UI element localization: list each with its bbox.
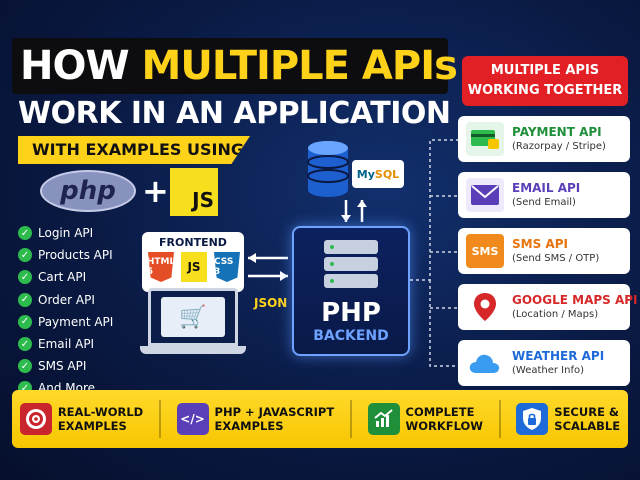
backend-panel xyxy=(292,226,410,356)
right-header-line1: MULTIPLE APIS xyxy=(490,63,600,78)
feature-secure-scalable: SECURE &SCALABLE xyxy=(516,403,620,435)
title-background xyxy=(12,38,448,94)
database-icon xyxy=(307,141,349,197)
list-item: ✓Order API xyxy=(18,289,138,311)
list-item: ✓Email API xyxy=(18,333,138,355)
plus-sign: + xyxy=(142,172,169,210)
frontend-tech-row: HTML 5 JS CSS 3 xyxy=(148,252,240,282)
main-title-line1: HOW MULTIPLE APIs xyxy=(20,38,458,94)
api-card-email: EMAIL API (Send Email) xyxy=(458,172,630,218)
divider xyxy=(349,400,352,438)
list-item: ✓Login API xyxy=(18,222,138,244)
api-card-weather: WEATHER API (Weather Info) xyxy=(458,340,630,386)
check-icon: ✓ xyxy=(18,226,32,241)
list-item: ✓Products API xyxy=(18,244,138,266)
api-card-sms: SMS SMS API (Send SMS / OTP) xyxy=(458,228,630,274)
javascript-logo: JS xyxy=(170,168,218,216)
laptop-base xyxy=(140,346,246,354)
database-backend-arrows xyxy=(341,200,367,222)
laptop-icon: 🛒 xyxy=(148,288,238,346)
json-label: JSON xyxy=(254,296,288,310)
php-logo: php xyxy=(40,170,136,212)
server-icon xyxy=(324,240,378,291)
check-icon: ✓ xyxy=(18,292,32,307)
check-icon: ✓ xyxy=(18,248,32,263)
shopping-cart-icon: 🛒 xyxy=(161,297,225,337)
api-card-google-maps: GOOGLE MAPS API (Location / Maps) xyxy=(458,284,638,330)
envelope-icon xyxy=(466,178,504,212)
css3-icon: CSS 3 xyxy=(214,252,240,282)
map-pin-icon xyxy=(466,290,504,324)
check-icon: ✓ xyxy=(18,270,32,285)
target-icon xyxy=(19,403,52,435)
check-icon: ✓ xyxy=(18,337,32,352)
backend-label: BACKEND xyxy=(313,328,389,344)
divider xyxy=(498,400,501,438)
list-item: ✓SMS API xyxy=(18,355,138,377)
sms-icon: SMS xyxy=(466,234,504,268)
frontend-label: FRONTEND xyxy=(159,236,227,249)
frontend-backend-arrows xyxy=(248,253,288,281)
cloud-icon xyxy=(466,346,504,380)
title-multiple-apis: MULTIPLE APIs xyxy=(141,43,458,89)
js-icon: JS xyxy=(181,252,207,282)
backend-php-label: PHP xyxy=(321,298,381,328)
main-title-line2: WORK IN AN APPLICATION xyxy=(18,96,451,131)
examples-banner: WITH EXAMPLES USING xyxy=(18,136,250,164)
right-header-line2: WORKING TOGETHER xyxy=(467,83,623,98)
chart-up-icon xyxy=(367,403,400,435)
check-icon: ✓ xyxy=(18,314,32,329)
right-panel-header xyxy=(462,56,628,106)
code-icon: </> xyxy=(176,403,209,435)
api-card-payment: PAYMENT API (Razorpay / Stripe) xyxy=(458,116,630,162)
connector-lines xyxy=(410,139,458,367)
list-item: ✓Cart API xyxy=(18,266,138,288)
check-icon: ✓ xyxy=(18,359,32,374)
title-how: HOW xyxy=(20,43,130,89)
html5-icon: HTML 5 xyxy=(148,252,174,282)
divider xyxy=(158,400,161,438)
credit-card-icon xyxy=(466,122,504,156)
api-checklist: ✓Login API ✓Products API ✓Cart API ✓Orde… xyxy=(18,222,138,400)
list-item: ✓Payment API xyxy=(18,311,138,333)
shield-lock-icon xyxy=(516,403,549,435)
